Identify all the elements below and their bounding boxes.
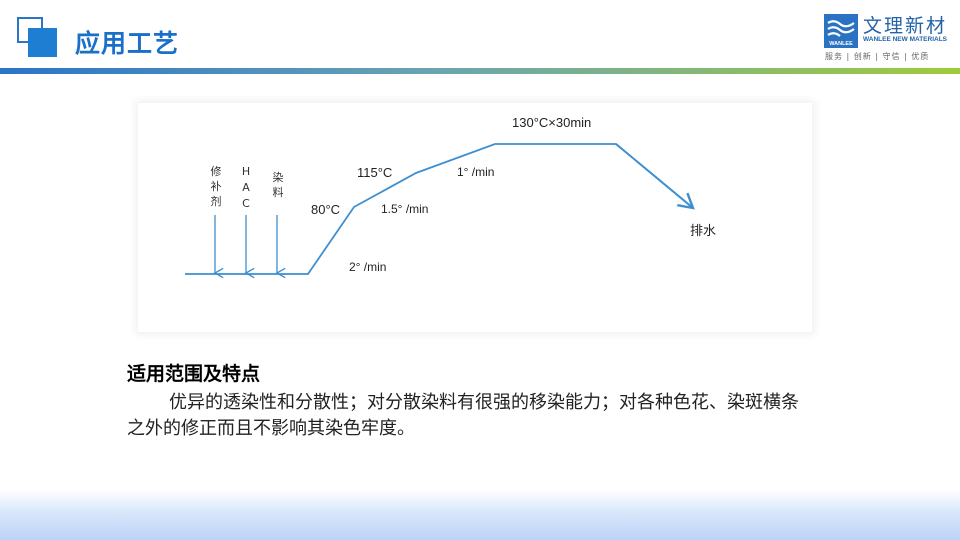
additive-label-3-line-1: 染: [273, 170, 284, 184]
rate-label-1: 1° /min: [457, 165, 494, 179]
additive-label-1-line-3: 剂: [211, 194, 222, 208]
header-square-icon: [17, 17, 57, 57]
section-description: 优异的透染性和分散性；对分散染料有很强的移染能力；对各种色花、染斑横条之外的修正…: [127, 392, 799, 439]
process-diagram: 修 补 剂 H A C 染 料 80°C 115°C 130°C×30min 2…: [138, 103, 812, 332]
brand-name-en: WANLEE NEW MATERIALS: [863, 36, 948, 43]
additive-label-1-line-2: 补: [211, 180, 222, 193]
page-title: 应用工艺: [75, 29, 180, 58]
additive-label-1-line-1: 修: [211, 164, 222, 178]
logo-text: WANLEE: [829, 41, 853, 47]
additive-label-2-line-3: C: [242, 197, 250, 210]
temperature-label-115: 115°C: [357, 165, 392, 180]
wanlee-logo-icon: WANLEE: [824, 14, 858, 48]
section-heading: 适用范围及特点: [127, 363, 261, 385]
temperature-label-80: 80°C: [311, 202, 340, 217]
additive-label-3-line-2: 料: [273, 185, 284, 199]
brand-slogan: 服务 | 创新 | 守信 | 优质: [825, 52, 930, 61]
temperature-profile-line: [185, 143, 694, 275]
header-gradient-bar: [0, 68, 960, 74]
drain-label: 排水: [690, 224, 716, 239]
temperature-label-130: 130°C×30min: [512, 115, 591, 130]
brand-logo: WANLEE 文理新材 WANLEE NEW MATERIALS 服务 | 创新…: [824, 12, 950, 64]
drain-arrow: [615, 143, 695, 210]
rate-label-1-5: 1.5° /min: [381, 202, 428, 216]
additive-label-2-line-1: H: [242, 165, 250, 178]
rate-label-2: 2° /min: [349, 260, 386, 274]
brand-name-cn: 文理新材: [863, 15, 948, 37]
footer-gradient-band: [0, 490, 960, 540]
additive-label-2-line-2: A: [242, 181, 250, 194]
